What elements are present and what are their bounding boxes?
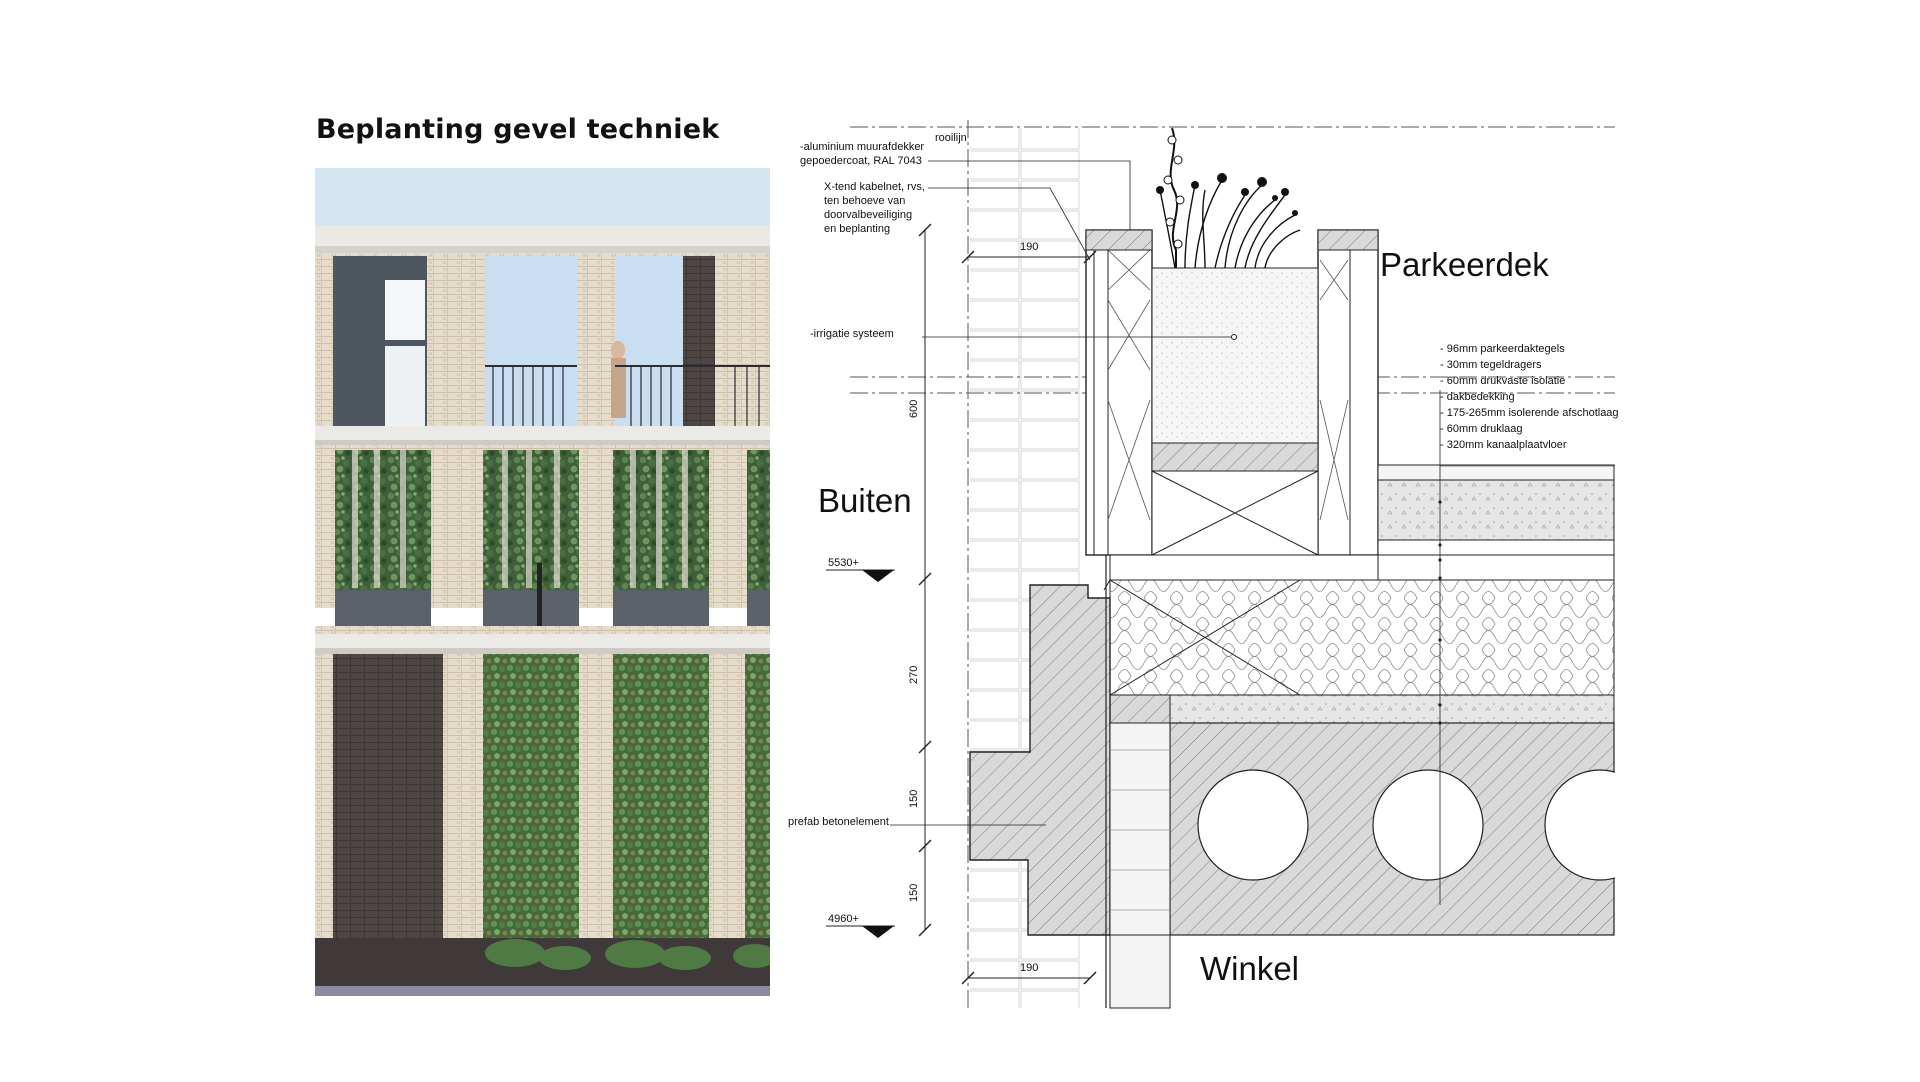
annotation-muurafdekker-1: -aluminium muurafdekker <box>800 141 924 153</box>
annotation-irrigatie: -irrigatie systeem <box>810 328 894 340</box>
dim-190-top: 190 <box>1020 241 1038 253</box>
page-title: Beplanting gevel techniek <box>316 114 720 145</box>
annotation-muurafdekker-2: gepoedercoat, RAL 7043 <box>800 155 922 167</box>
level-5530: 5530+ <box>828 557 859 569</box>
dim-190-bottom: 190 <box>1020 962 1038 974</box>
layer-3: - 60mm drukvaste isolatie <box>1440 375 1565 387</box>
annotation-prefab: prefab betonelement <box>788 816 889 828</box>
annotation-kabelnet-1: X-tend kabelnet, rvs, <box>824 181 925 193</box>
annotation-kabelnet-2: ten behoeve van <box>824 195 905 207</box>
dim-150-a: 150 <box>908 790 920 808</box>
layer-2: - 30mm tegeldragers <box>1440 359 1542 371</box>
area-label-buiten: Buiten <box>818 482 912 519</box>
dim-600: 600 <box>908 400 920 418</box>
dim-270: 270 <box>908 666 920 684</box>
rooilijn-label: rooilijn <box>935 132 967 144</box>
dim-150-b: 150 <box>908 884 920 902</box>
level-4960: 4960+ <box>828 913 859 925</box>
layer-7: - 320mm kanaalplaatvloer <box>1440 439 1567 451</box>
annotation-kabelnet-3: doorvalbeveiliging <box>824 209 912 221</box>
area-label-winkel: Winkel <box>1200 950 1299 987</box>
annotation-kabelnet-4: en beplanting <box>824 223 890 235</box>
layer-6: - 60mm druklaag <box>1440 423 1523 435</box>
facade-render-image <box>315 168 770 996</box>
area-label-parkeerdek: Parkeerdek <box>1380 246 1549 283</box>
layer-1: - 96mm parkeerdaktegels <box>1440 343 1565 355</box>
layer-5: - 175-265mm isolerende afschotlaag <box>1440 407 1619 419</box>
layer-4: - dakbedekking <box>1440 391 1515 403</box>
